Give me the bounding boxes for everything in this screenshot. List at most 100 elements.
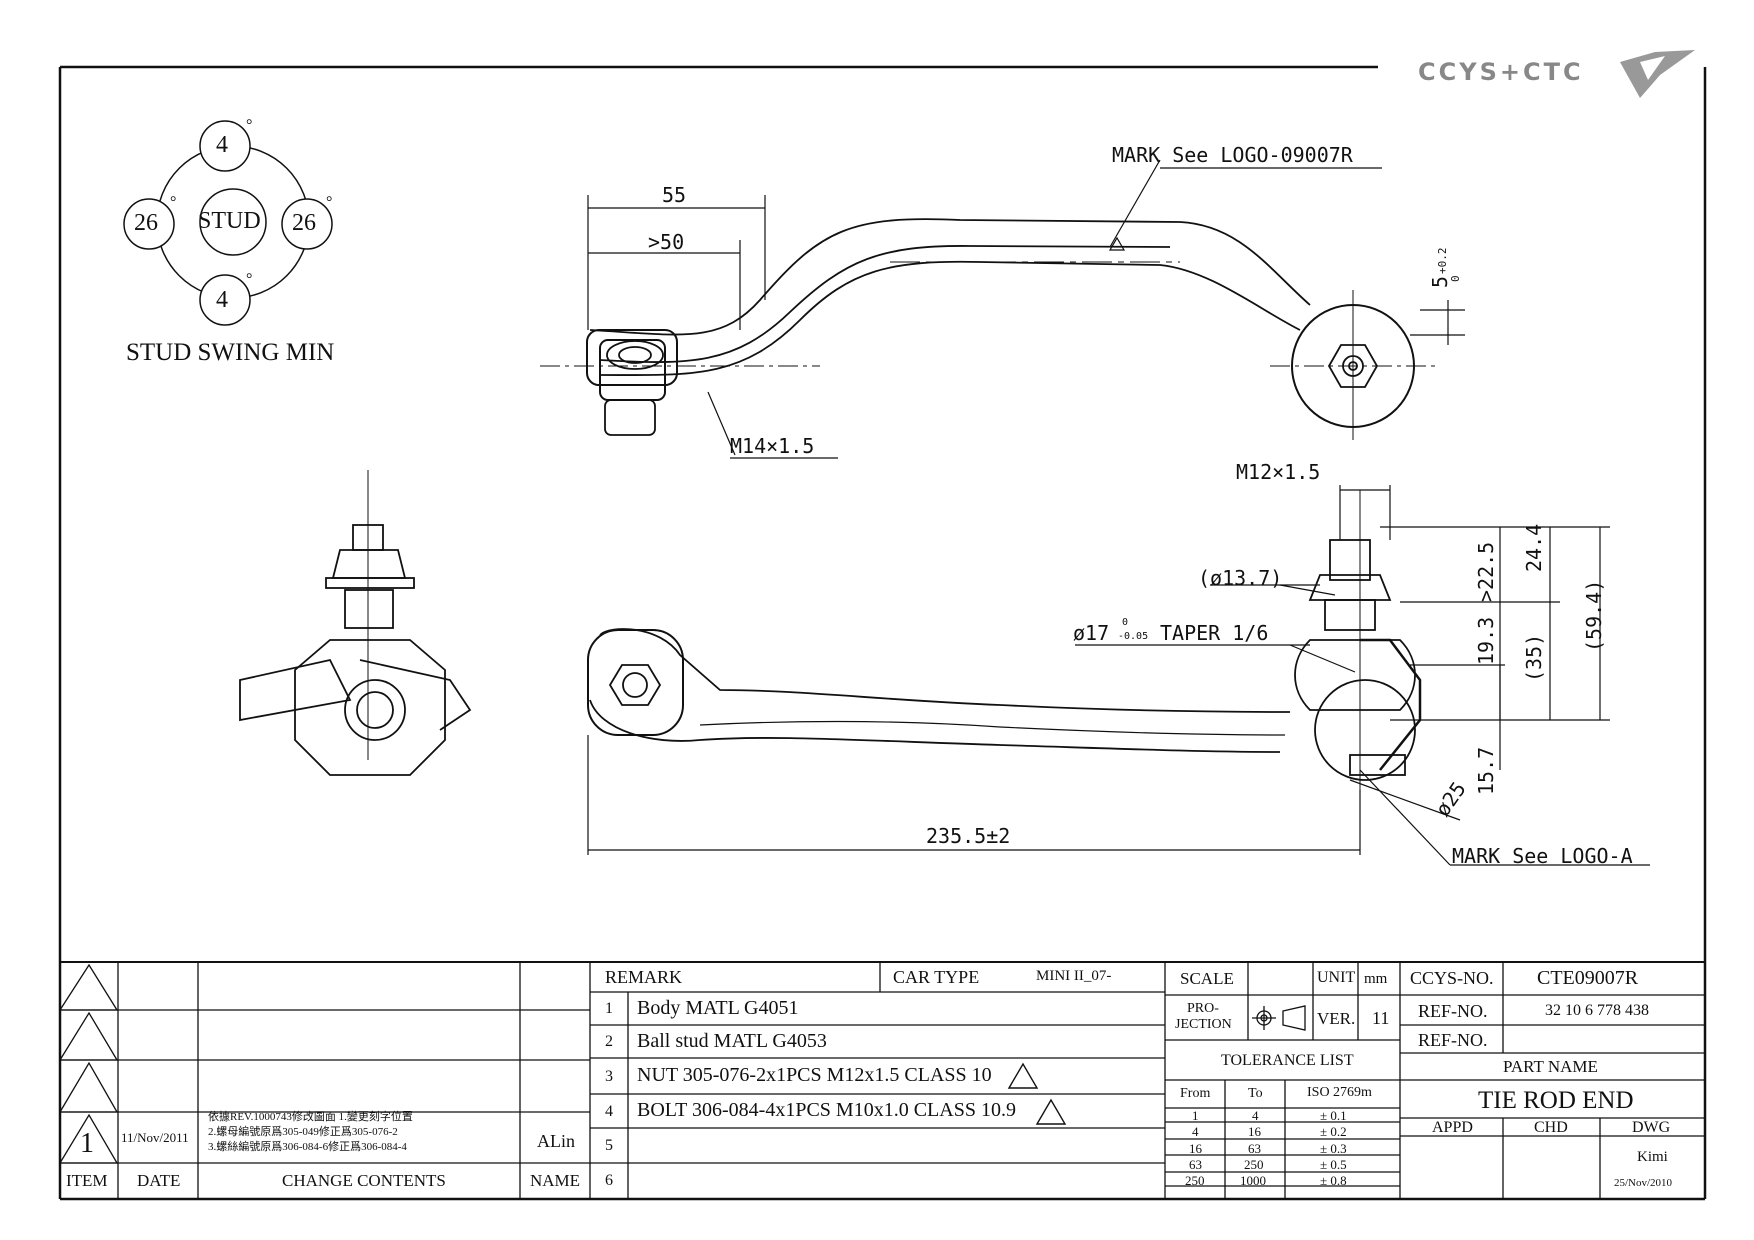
remark-row-4-number: 4 bbox=[605, 1103, 613, 1120]
tol-header-to: To bbox=[1248, 1086, 1263, 1101]
dim-taper-tol-upper: 0 bbox=[1122, 617, 1129, 628]
remark-row-3-text: NUT 305-076-2x1PCS M12x1.5 CLASS 10 bbox=[637, 1064, 992, 1086]
dim-overall-length: 235.5±2 bbox=[926, 824, 1011, 848]
dim-m14: M14×1.5 bbox=[730, 434, 815, 458]
stud-swing-title: STUD SWING MIN bbox=[126, 339, 335, 366]
stud-swing-center-label: STUD bbox=[198, 208, 261, 234]
appd-label: APPD bbox=[1432, 1119, 1473, 1136]
drawer-name: Kimi bbox=[1637, 1149, 1668, 1165]
tol-row-4-iso: ± 0.5 bbox=[1320, 1157, 1347, 1172]
remark-row-4-text: BOLT 306-084-4x1PCS M10x1.0 CLASS 10.9 bbox=[637, 1099, 1016, 1121]
remark-row-6-number: 6 bbox=[605, 1172, 613, 1189]
projection-symbol bbox=[1252, 1005, 1306, 1031]
stud-swing-right-degree: ° bbox=[326, 194, 333, 211]
dim-offset-5: 5 bbox=[1428, 275, 1452, 288]
drawn-date: 25/Nov/2010 bbox=[1614, 1177, 1673, 1189]
ccys-ctc-logo: CCYS+CTC bbox=[1418, 50, 1695, 98]
dim-35: (35) bbox=[1522, 633, 1546, 682]
stud-swing-top-degree: ° bbox=[246, 117, 253, 134]
dwg-label: DWG bbox=[1632, 1119, 1671, 1136]
rev-number: 1 bbox=[80, 1128, 94, 1159]
stud-swing-top-value: 4 bbox=[216, 132, 228, 158]
title-block-grid bbox=[58, 962, 1705, 1199]
dimension-lines-top bbox=[587, 159, 1465, 459]
dim-19-3: 19.3 bbox=[1474, 616, 1498, 665]
ver-label: VER. bbox=[1317, 1009, 1356, 1028]
tol-row-5-iso: ± 0.8 bbox=[1320, 1173, 1347, 1188]
dim-59-4: (59.4) bbox=[1582, 579, 1606, 652]
dim-taper-dia: ø17 bbox=[1073, 621, 1110, 645]
ver-value: 11 bbox=[1372, 1008, 1390, 1028]
tol-row-1-to: 4 bbox=[1252, 1108, 1259, 1123]
stud-swing-diagram bbox=[123, 120, 333, 326]
dim-m12: M12×1.5 bbox=[1236, 460, 1321, 484]
sheet-border bbox=[58, 65, 1707, 1201]
remark-row-2-text: Ball stud MATL G4053 bbox=[637, 1030, 827, 1052]
tol-row-5-from: 250 bbox=[1185, 1173, 1205, 1188]
ccys-no-value: CTE09007R bbox=[1537, 967, 1639, 989]
tol-row-2-to: 16 bbox=[1248, 1124, 1261, 1139]
rev-content-line-1: 依據REV.1000743修改圖面 1.變更刻字位置 bbox=[208, 1111, 413, 1123]
side-view-arm bbox=[587, 490, 1422, 800]
tol-row-4-to: 250 bbox=[1244, 1157, 1264, 1172]
tol-row-1-iso: ± 0.1 bbox=[1320, 1108, 1347, 1123]
header-change-contents: CHANGE CONTENTS bbox=[282, 1171, 446, 1190]
remark-row-5-number: 5 bbox=[605, 1137, 613, 1154]
remark-header: REMARK bbox=[605, 967, 683, 987]
rev-content-line-3: 3.螺絲編號原爲306-084-6修正爲306-084-4 bbox=[208, 1141, 407, 1153]
dim-taper-tol-lower: -0.05 bbox=[1118, 631, 1149, 642]
tolerance-title: TOLERANCE LIST bbox=[1221, 1052, 1354, 1069]
tol-row-4-from: 63 bbox=[1189, 1157, 1202, 1172]
tol-row-3-to: 63 bbox=[1248, 1141, 1261, 1156]
tol-header-from: From bbox=[1180, 1086, 1211, 1101]
header-item: ITEM bbox=[66, 1171, 108, 1190]
tol-row-3-from: 16 bbox=[1189, 1141, 1202, 1156]
logo-text: CCYS+CTC bbox=[1418, 58, 1584, 86]
projection-label-line-1: PRO- bbox=[1187, 1001, 1219, 1016]
rev-date: 11/Nov/2011 bbox=[121, 1130, 189, 1145]
tol-row-3-iso: ± 0.3 bbox=[1320, 1141, 1347, 1156]
tol-row-2-from: 4 bbox=[1192, 1124, 1199, 1139]
dim-55: 55 bbox=[662, 183, 687, 207]
dim-15-7: 15.7 bbox=[1474, 746, 1498, 795]
projection-label-line-2: JECTION bbox=[1175, 1017, 1232, 1032]
top-view-arm bbox=[540, 218, 1440, 440]
tol-row-2-iso: ± 0.2 bbox=[1320, 1124, 1347, 1139]
dim-22-5: >22.5 bbox=[1474, 541, 1498, 602]
dim-d13-7: (ø13.7) bbox=[1198, 566, 1283, 590]
stud-swing-bottom-degree: ° bbox=[246, 271, 253, 288]
chd-label: CHD bbox=[1534, 1119, 1568, 1136]
header-date: DATE bbox=[137, 1171, 181, 1190]
ref-no-2-label: REF-NO. bbox=[1418, 1030, 1488, 1050]
dim-24-4: 24.4 bbox=[1522, 523, 1546, 572]
dim-offset-5-tol-upper: +0.2 bbox=[1436, 247, 1449, 275]
rev-content-line-2: 2.螺母編號原爲305-049修正爲305-076-2 bbox=[208, 1126, 398, 1138]
ccys-no-label: CCYS-NO. bbox=[1410, 968, 1494, 988]
stud-swing-bottom-value: 4 bbox=[216, 287, 228, 313]
unit-value: mm bbox=[1364, 971, 1388, 987]
unit-label: UNIT bbox=[1317, 969, 1356, 986]
car-type-label: CAR TYPE bbox=[893, 967, 980, 987]
remark-row-1-number: 1 bbox=[605, 1000, 613, 1017]
rev-name: ALin bbox=[537, 1131, 575, 1151]
remark-row-3-number: 3 bbox=[605, 1068, 613, 1085]
tol-row-5-to: 1000 bbox=[1240, 1173, 1266, 1188]
remark-row-2-number: 2 bbox=[605, 1033, 613, 1050]
mark-top-label: MARK See LOGO-09007R bbox=[1112, 143, 1353, 167]
part-name-label: PART NAME bbox=[1503, 1057, 1598, 1076]
mark-bottom-label: MARK See LOGO-A bbox=[1452, 844, 1633, 868]
tol-header-iso: ISO 2769m bbox=[1307, 1085, 1372, 1100]
stud-swing-left-degree: ° bbox=[170, 194, 177, 211]
end-view-arm bbox=[239, 470, 472, 776]
tol-row-1-from: 1 bbox=[1192, 1108, 1199, 1123]
ref-no-1-label: REF-NO. bbox=[1418, 1001, 1488, 1021]
dim-offset-5-tol-lower: 0 bbox=[1449, 275, 1462, 282]
stud-swing-right-value: 26 bbox=[292, 210, 316, 236]
warning-triangles bbox=[1007, 1062, 1067, 1125]
dim-taper-text: TAPER 1/6 bbox=[1160, 621, 1269, 645]
car-type-value: MINI II_07- bbox=[1036, 968, 1112, 984]
dim-50: >50 bbox=[648, 230, 685, 254]
remark-row-1-text: Body MATL G4051 bbox=[637, 997, 799, 1019]
scale-label: SCALE bbox=[1180, 969, 1234, 988]
